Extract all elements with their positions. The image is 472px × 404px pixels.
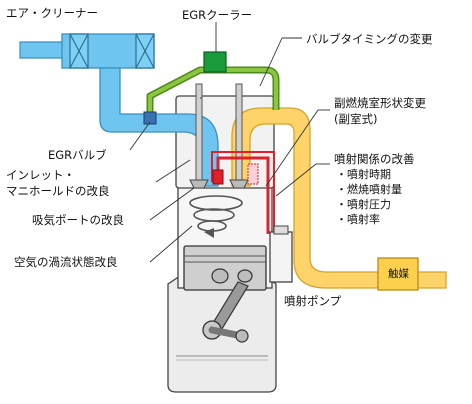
label-valve-timing: バルブタイミングの変更 — [306, 32, 433, 46]
injection-pump — [269, 231, 293, 283]
label-prechamber-1: 副燃焼室形状変更 — [334, 96, 426, 110]
piston-pin — [211, 268, 229, 284]
label-injection-title: 噴射関係の改善 — [334, 152, 415, 166]
catalyst-box — [377, 257, 419, 291]
leader-lines — [129, 22, 330, 263]
label-swirl: 空気の渦流状態改良 — [14, 255, 118, 269]
label-injection-item: ・噴射圧力 — [336, 198, 391, 211]
label-intake-port: 吸気ポートの改良 — [32, 213, 124, 227]
injector — [212, 169, 224, 185]
label-prechamber-2: (副室式) — [334, 112, 378, 126]
label-injection-item: ・噴射時期 — [336, 168, 391, 181]
air-cleaner — [69, 33, 155, 69]
label-egr-cooler: EGRクーラー — [182, 8, 253, 22]
label-injection-item: ・燃焼噴射量 — [336, 183, 402, 196]
crank-counterweight — [235, 329, 249, 343]
egr-cooler-box — [203, 51, 227, 73]
piston-pin-2 — [237, 269, 253, 283]
intake-valve — [189, 83, 209, 189]
label-injection-item: ・噴射率 — [336, 213, 380, 226]
exhaust-pipe — [231, 107, 447, 289]
injection-pump-top — [273, 225, 289, 235]
label-air-cleaner: エア・クリーナー — [6, 6, 98, 20]
label-injection-pump: 噴射ポンプ — [284, 294, 342, 308]
label-egr-valve: EGRバルブ — [48, 148, 107, 162]
swirl-arrow — [189, 195, 243, 211]
exhaust-valve — [229, 83, 249, 189]
label-catalyst: 触媒 — [388, 268, 409, 280]
label-intake-manifold-2: マニホールドの改良 — [6, 184, 110, 198]
egr-valve-box — [143, 111, 157, 125]
piston — [183, 245, 267, 291]
label-intake-manifold-1: インレット・ — [6, 168, 75, 182]
fuel-line-2 — [211, 151, 275, 234]
swirl-arrowhead — [204, 228, 214, 238]
prechamber — [247, 163, 259, 185]
